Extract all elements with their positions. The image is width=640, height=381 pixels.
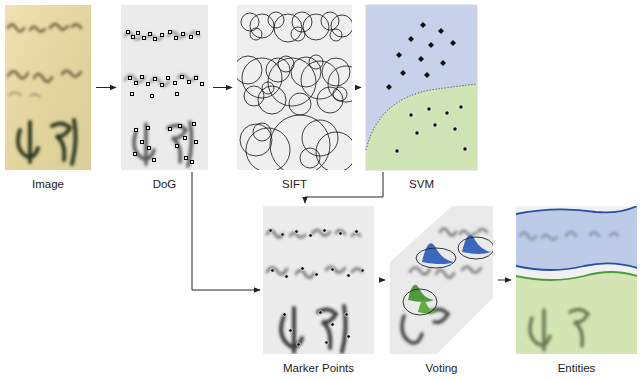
panel-caption: Marker Points xyxy=(283,358,354,376)
image-panel: SIFT xyxy=(237,5,352,170)
sift-illustration xyxy=(237,5,352,170)
image-panel: DoG xyxy=(121,5,208,170)
caption-text: Image xyxy=(32,178,64,190)
keypoint-dots xyxy=(127,31,204,164)
entities-illustration xyxy=(516,206,637,354)
panel-caption: Voting xyxy=(426,358,458,376)
image-panel: Image xyxy=(5,5,91,170)
dog-illustration xyxy=(121,5,208,170)
panel-caption: Image xyxy=(32,174,64,192)
panel-caption: SIFT xyxy=(282,174,307,192)
image-panel: SVM xyxy=(366,5,477,170)
voting-illustration xyxy=(390,206,494,354)
photo-illustration xyxy=(5,5,91,170)
panel-caption: Entities xyxy=(558,358,596,376)
flow-arrow xyxy=(192,172,260,290)
image-panel: Voting xyxy=(390,206,493,354)
image-panel: Entities xyxy=(516,206,637,354)
marker-illustration xyxy=(263,206,374,354)
panel-caption: SVM xyxy=(409,174,434,192)
caption-text: SIFT xyxy=(282,178,307,190)
caption-text: SVM xyxy=(409,178,434,190)
caption-text: Voting xyxy=(426,362,458,374)
image-panel: Marker Points xyxy=(263,206,374,354)
flow-arrow xyxy=(379,280,385,281)
caption-text: Marker Points xyxy=(283,362,354,374)
caption-text: Entities xyxy=(558,362,596,374)
panel-caption: DoG xyxy=(153,174,177,192)
svm-illustration xyxy=(366,5,477,170)
flow-arrow xyxy=(357,87,361,88)
flow-arrow xyxy=(96,87,116,88)
flow-arrow xyxy=(498,280,511,281)
flow-arrow xyxy=(213,87,232,88)
caption-text: DoG xyxy=(153,178,177,190)
flow-arrow xyxy=(305,172,383,203)
